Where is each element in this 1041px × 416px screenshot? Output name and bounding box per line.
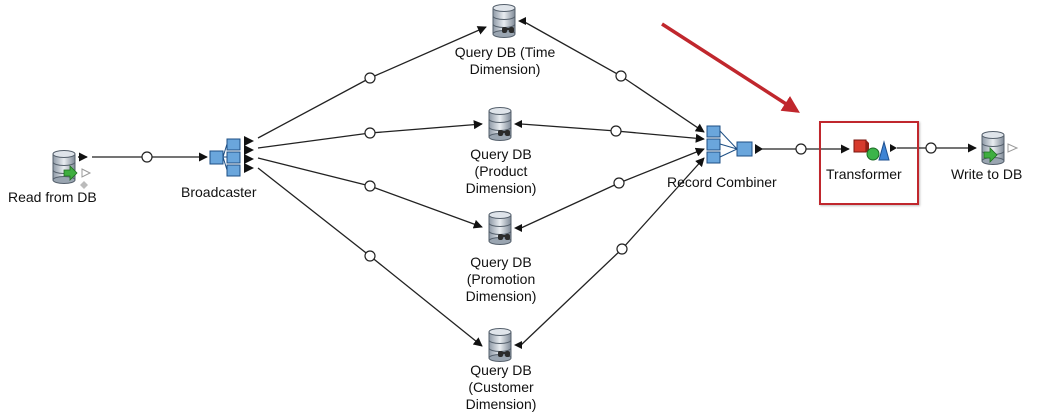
write-to-db-label: Write to DB bbox=[951, 166, 1023, 182]
transformer-icon[interactable] bbox=[853, 139, 897, 161]
query-time-label-line: Query DB (Time bbox=[454, 44, 556, 60]
query-time-label-line: Dimension) bbox=[469, 61, 541, 77]
database-query-icon[interactable] bbox=[492, 4, 526, 38]
query-product-label-line: Dimension) bbox=[465, 180, 537, 196]
database-write-icon[interactable] bbox=[981, 131, 1019, 165]
connection-point[interactable] bbox=[616, 243, 628, 255]
connection-point[interactable] bbox=[610, 125, 622, 137]
connection-point[interactable] bbox=[795, 143, 807, 155]
database-read-icon[interactable] bbox=[52, 150, 92, 190]
query-customer-label-line: Query DB bbox=[470, 362, 532, 378]
database-query-icon[interactable] bbox=[488, 107, 522, 141]
query-customer-label: Query DB (Customer Dimension) bbox=[446, 362, 556, 413]
record-combiner-icon[interactable] bbox=[706, 125, 763, 164]
read-from-db-label: Read from DB bbox=[8, 189, 97, 205]
query-promotion-label-line: Query DB bbox=[470, 254, 532, 270]
query-product-label-line: (Product bbox=[474, 163, 528, 179]
connection-point[interactable] bbox=[141, 151, 153, 163]
query-product-label-line: Query DB bbox=[470, 146, 532, 162]
connection-points bbox=[141, 70, 937, 262]
connection-point[interactable] bbox=[613, 177, 625, 189]
connection-point[interactable] bbox=[925, 142, 937, 154]
broadcaster-label: Broadcaster bbox=[181, 184, 257, 200]
connection-point[interactable] bbox=[364, 250, 376, 262]
query-time-label: Query DB (Time Dimension) bbox=[440, 44, 570, 78]
connection-point[interactable] bbox=[364, 72, 376, 84]
database-query-icon[interactable] bbox=[488, 211, 522, 245]
transformer-label: Transformer bbox=[826, 166, 902, 182]
annotation-arrow bbox=[661, 22, 800, 113]
connection-point[interactable] bbox=[364, 180, 376, 192]
record-combiner-label: Record Combiner bbox=[667, 174, 777, 190]
query-promotion-label-line: Dimension) bbox=[465, 288, 537, 304]
broadcaster-icon[interactable] bbox=[209, 136, 254, 177]
query-promotion-label: Query DB (Promotion Dimension) bbox=[446, 254, 556, 305]
connection-point[interactable] bbox=[364, 127, 376, 139]
query-product-label: Query DB (Product Dimension) bbox=[446, 146, 556, 197]
connection-point[interactable] bbox=[615, 70, 627, 82]
query-customer-label-line: (Customer bbox=[468, 379, 534, 395]
query-promotion-label-line: (Promotion bbox=[466, 271, 536, 287]
query-customer-label-line: Dimension) bbox=[465, 396, 537, 412]
transformer-highlight-box bbox=[819, 121, 919, 205]
database-query-icon[interactable] bbox=[488, 328, 522, 362]
